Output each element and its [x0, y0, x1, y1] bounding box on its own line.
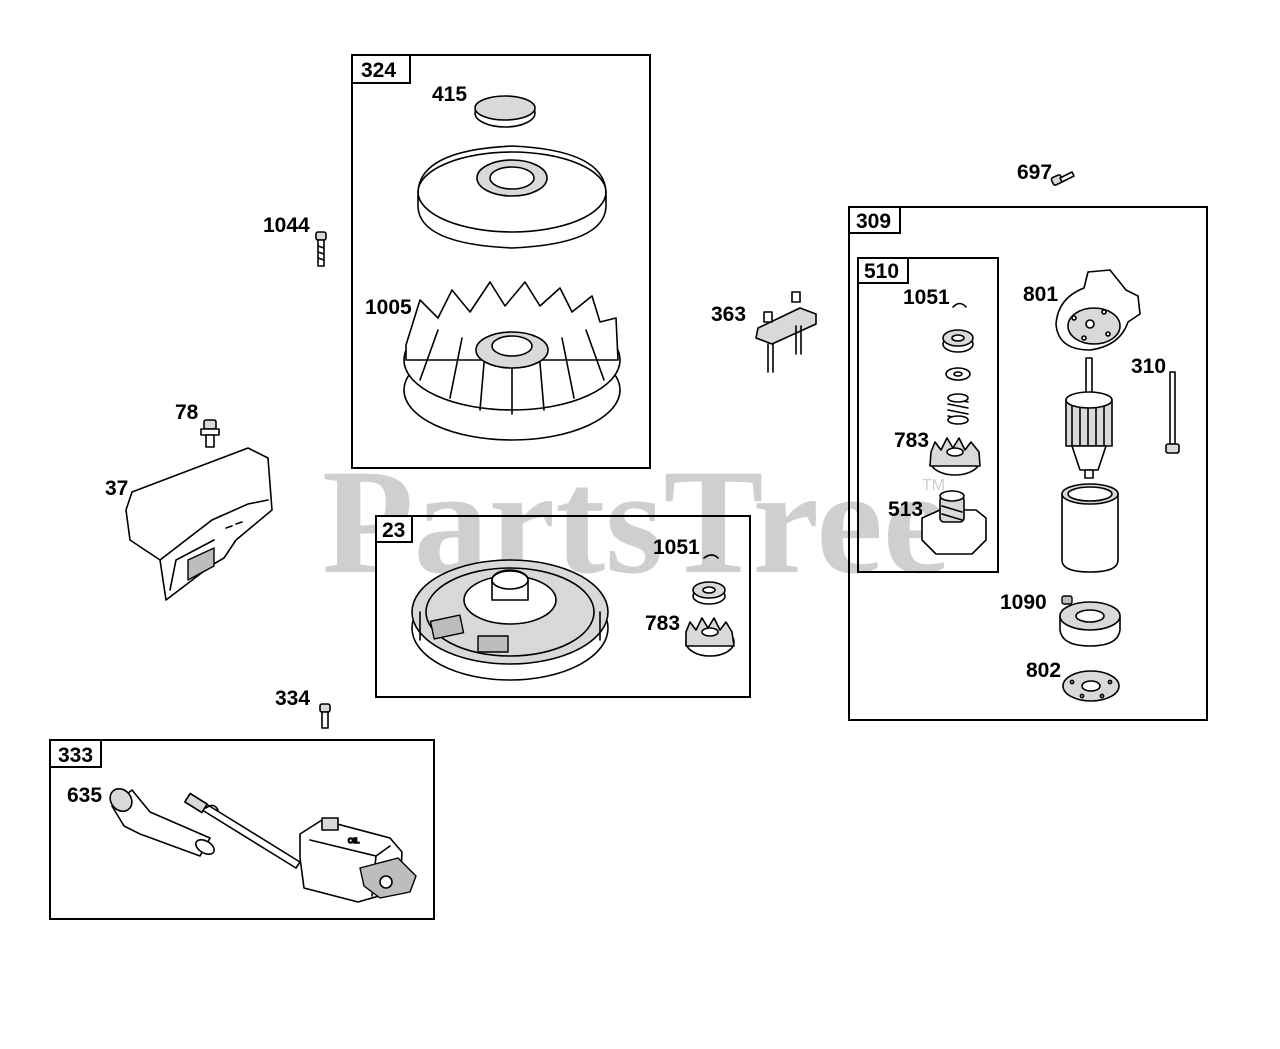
part-starter-housing	[1061, 483, 1119, 573]
part-ignition-module: OIL	[299, 817, 417, 903]
group-510[interactable]: 510 1051 783	[857, 257, 999, 573]
group-333[interactable]: 333 635 OIL	[49, 739, 435, 920]
part-37-shroud[interactable]	[125, 447, 273, 601]
part-415-label[interactable]: 415	[432, 83, 467, 106]
watermark: PartsTree TM	[322, 439, 949, 605]
part-802-label[interactable]: 802	[1026, 659, 1061, 682]
part-801-label[interactable]: 801	[1023, 283, 1058, 306]
part-310-bolt[interactable]	[1165, 371, 1180, 454]
watermark-tm: TM	[922, 477, 945, 494]
part-1090-label[interactable]: 1090	[1000, 591, 1047, 614]
part-363-bracket[interactable]	[755, 291, 817, 373]
part-697-label[interactable]: 697	[1017, 161, 1052, 184]
group-333-box	[49, 739, 435, 920]
part-802-plate[interactable]	[1062, 670, 1120, 702]
part-310-label[interactable]: 310	[1131, 355, 1166, 378]
group-333-label: 333	[58, 744, 93, 767]
part-1005-label[interactable]: 1005	[365, 296, 412, 319]
part-flywheel	[411, 559, 609, 681]
part-801-endcap[interactable]	[1055, 269, 1141, 351]
watermark-text: PartsTree	[322, 439, 949, 605]
part-37-label[interactable]: 37	[105, 477, 128, 500]
group-309-box	[848, 206, 1208, 721]
part-783b-gear[interactable]	[929, 437, 981, 476]
part-783a-gear[interactable]	[685, 617, 735, 657]
part-seal-b	[942, 329, 974, 353]
part-363-label[interactable]: 363	[711, 303, 746, 326]
part-513-pinion[interactable]	[921, 490, 987, 555]
group-23-box	[375, 515, 751, 698]
part-1044-label[interactable]: 1044	[263, 214, 310, 237]
part-ignition-lead	[184, 792, 301, 869]
group-510-label: 510	[864, 260, 899, 283]
part-seal-a	[692, 581, 726, 605]
part-1044-bolt[interactable]	[315, 231, 327, 267]
part-334-screw[interactable]	[319, 703, 331, 729]
group-324[interactable]: 324 415 1005	[351, 54, 651, 469]
svg-text:OIL: OIL	[348, 838, 359, 845]
part-513-label[interactable]: 513	[888, 498, 923, 521]
part-1005-fan[interactable]	[403, 281, 621, 441]
part-fan-screen	[417, 145, 607, 249]
group-23-tab	[375, 515, 413, 543]
group-23-label: 23	[382, 519, 405, 542]
group-309-tab	[848, 206, 901, 234]
group-23[interactable]: 23 1051 783	[375, 515, 751, 698]
group-324-box	[351, 54, 651, 469]
part-415-cap[interactable]	[474, 95, 536, 128]
group-333-tab	[49, 739, 102, 768]
part-armature	[1065, 357, 1113, 479]
part-1051b-clip[interactable]	[952, 302, 967, 308]
group-309[interactable]: 309 510 1051	[848, 206, 1208, 721]
part-1090-drive-end[interactable]	[1059, 595, 1121, 647]
part-78-bolt[interactable]	[200, 419, 220, 448]
part-1051b-label[interactable]: 1051	[903, 286, 950, 309]
group-510-box	[857, 257, 999, 573]
part-1051a-label[interactable]: 1051	[653, 536, 700, 559]
part-1051a-clip[interactable]	[703, 554, 719, 559]
group-324-tab	[351, 54, 411, 84]
part-washer-b	[945, 367, 971, 381]
part-697-screw[interactable]	[1050, 171, 1075, 186]
part-783b-label[interactable]: 783	[894, 429, 929, 452]
part-635-label[interactable]: 635	[67, 784, 102, 807]
part-spring-b	[947, 393, 969, 425]
part-334-label[interactable]: 334	[275, 687, 310, 710]
part-783a-label[interactable]: 783	[645, 612, 680, 635]
group-324-label: 324	[361, 59, 396, 82]
part-635-boot[interactable]	[106, 784, 217, 857]
group-510-tab	[857, 257, 909, 284]
part-78-label[interactable]: 78	[175, 401, 199, 424]
group-309-label: 309	[856, 210, 891, 233]
